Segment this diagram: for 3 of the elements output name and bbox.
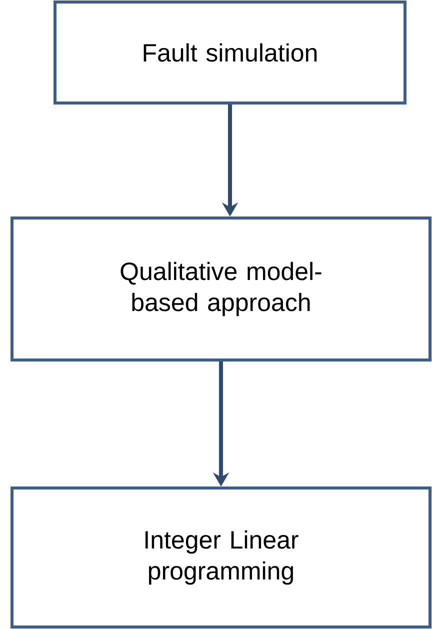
process-box: Qualitative model-based approach bbox=[10, 216, 432, 362]
process-box: Integer Linear programming bbox=[10, 486, 432, 628]
process-box: Fault simulation bbox=[54, 0, 406, 104]
